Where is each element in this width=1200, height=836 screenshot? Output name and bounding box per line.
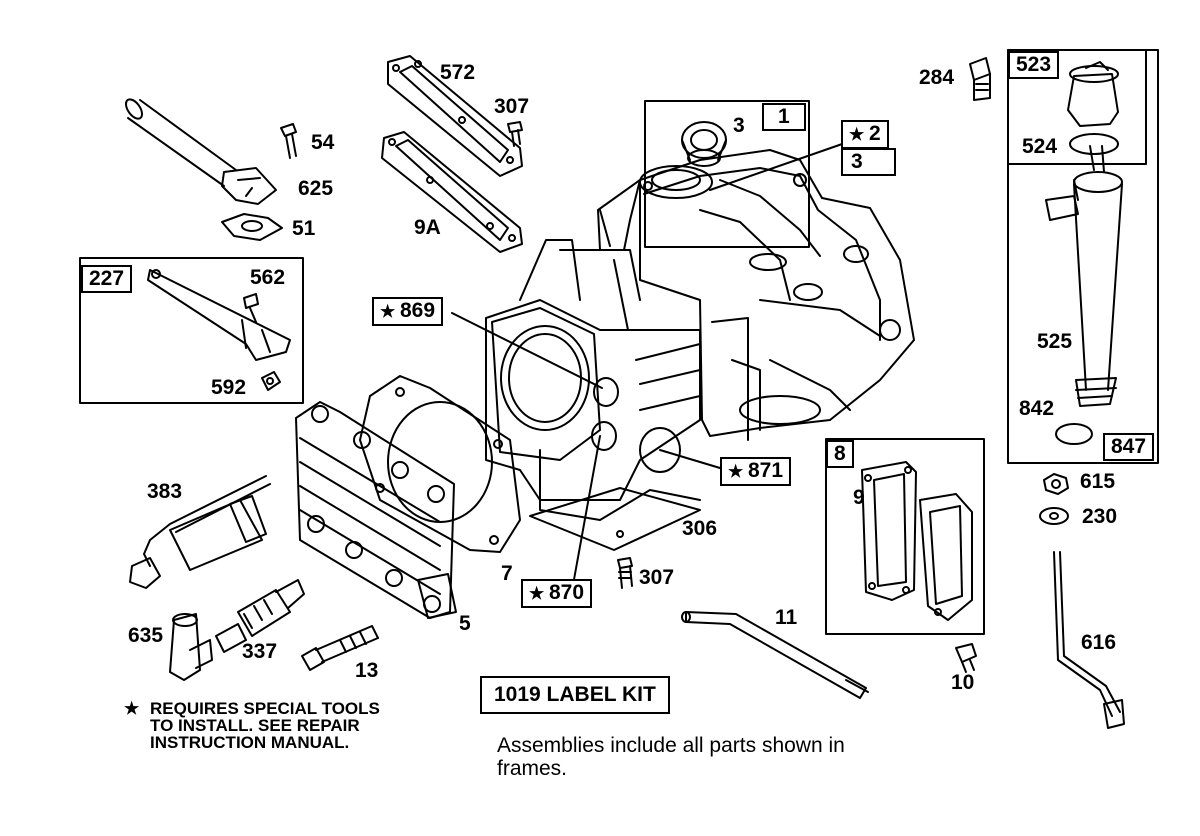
note-line-1: REQUIRES SPECIAL TOOLS — [150, 699, 380, 718]
label-847: 847 — [1103, 433, 1155, 461]
breather-tube-625-shape — [125, 98, 277, 205]
cylinder-block-shape — [485, 209, 701, 521]
bolt-307-lower-shape — [617, 557, 633, 589]
washer-230-shape — [1039, 507, 1069, 525]
label-3-box: 3 — [841, 148, 896, 176]
spark-plug-337-shape — [215, 579, 305, 653]
star-icon: ★ — [124, 699, 140, 718]
label-337: 337 — [242, 640, 278, 663]
bolt-54-shape — [280, 123, 297, 159]
label-3-seal: 3 — [733, 114, 745, 137]
label-307-lower: 307 — [639, 566, 675, 589]
label-2: 2 — [841, 120, 889, 149]
label-383: 383 — [147, 480, 183, 503]
screw-10-shape — [955, 643, 977, 673]
label-615: 615 — [1080, 470, 1116, 493]
label-870: 870 — [521, 579, 593, 608]
note-line-3: INSTRUCTION MANUAL. — [150, 733, 350, 752]
label-284: 284 — [919, 66, 955, 89]
label-54: 54 — [311, 131, 335, 154]
assemblies-note: Assemblies include all parts shown in fr… — [497, 734, 845, 780]
gasket-9a-shape — [381, 131, 523, 253]
spark-plug-cover-635-shape — [169, 613, 213, 681]
label-306: 306 — [682, 517, 718, 540]
dipstick-cap-523-shape — [1067, 61, 1119, 127]
o-ring-524-shape — [1069, 133, 1119, 155]
label-525: 525 — [1037, 330, 1073, 353]
label-227: 227 — [81, 265, 133, 293]
fitting-284-shape — [969, 57, 991, 101]
label-572: 572 — [440, 61, 476, 84]
gasket-306-shape — [529, 487, 701, 551]
label-616: 616 — [1081, 631, 1117, 654]
label-5: 5 — [459, 612, 471, 635]
label-kit-box: 1019 LABEL KIT — [480, 676, 670, 714]
fitting-842-shape — [1055, 377, 1117, 445]
label-592: 592 — [211, 376, 247, 399]
special-tools-note: ★ REQUIRES SPECIAL TOOLS TO INSTALL. SEE… — [124, 700, 380, 751]
assemblies-line-1: Assemblies include all parts shown in — [497, 734, 845, 757]
crankcase-shape — [597, 149, 915, 441]
frame-8 — [825, 438, 985, 635]
label-7: 7 — [501, 562, 513, 585]
label-10: 10 — [951, 671, 975, 694]
label-13: 13 — [355, 659, 379, 682]
assemblies-line-2: frames. — [497, 757, 568, 780]
label-8: 8 — [826, 440, 854, 468]
gasket-51-shape — [221, 213, 283, 241]
head-bolt-13-shape — [301, 625, 379, 671]
note-line-2: TO INSTALL. SEE REPAIR — [150, 716, 360, 735]
frame-523-inner — [1007, 49, 1147, 165]
frame-227 — [79, 257, 304, 404]
leader-871 — [659, 449, 721, 469]
label-562: 562 — [250, 266, 286, 289]
rod-616-shape — [1053, 551, 1125, 729]
leader-870 — [572, 435, 601, 586]
label-11: 11 — [775, 606, 798, 629]
cylinder-head-5-shape — [295, 401, 457, 619]
tube-11-shape — [681, 611, 869, 699]
governor-lever-227-shape — [147, 269, 291, 391]
spark-plug-tool-383-shape — [129, 475, 271, 589]
label-51: 51 — [292, 217, 316, 240]
dipstick-tube-525-shape — [1045, 145, 1123, 391]
leader-2 — [709, 142, 846, 191]
nut-615-shape — [1043, 473, 1069, 495]
label-635: 635 — [128, 624, 164, 647]
cover-plate-572-shape — [387, 55, 523, 177]
label-9: 9 — [853, 486, 865, 509]
breather-assembly-8-shape — [861, 461, 973, 621]
label-523: 523 — [1008, 51, 1060, 79]
label-625: 625 — [298, 177, 334, 200]
label-842: 842 — [1019, 397, 1055, 420]
label-524: 524 — [1022, 135, 1058, 158]
leader-869 — [451, 312, 603, 389]
label-871: 871 — [720, 457, 792, 486]
label-307-upper: 307 — [494, 95, 530, 118]
label-230: 230 — [1082, 505, 1118, 528]
bolt-307-upper-shape — [507, 121, 523, 147]
label-869: 869 — [372, 297, 444, 326]
label-1: 1 — [762, 103, 806, 131]
label-9a: 9A — [414, 216, 441, 239]
